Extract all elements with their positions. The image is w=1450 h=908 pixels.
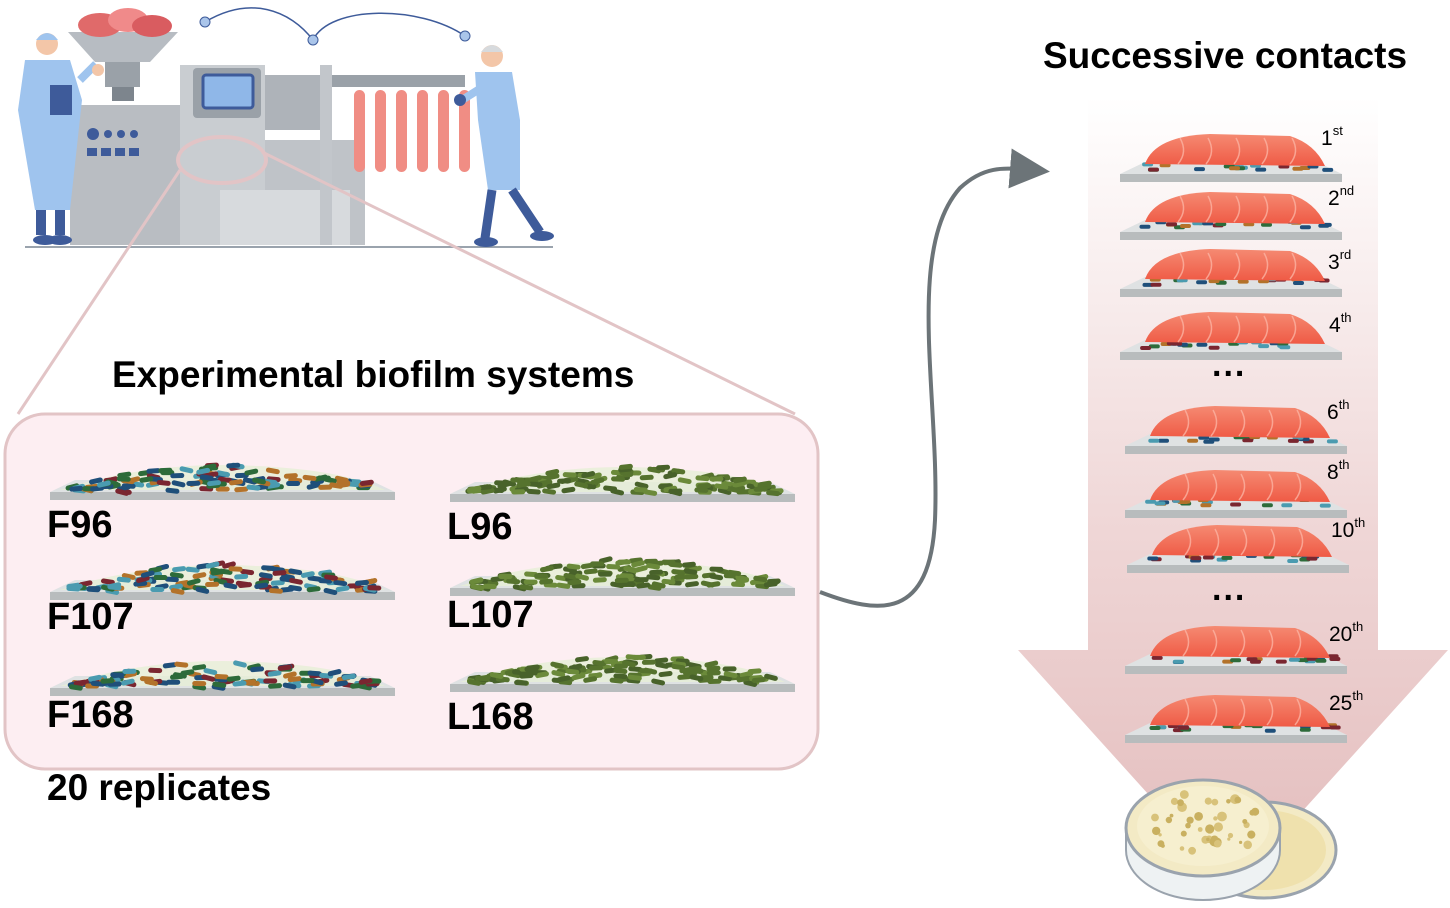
contact-label-6: 6th [1327, 397, 1350, 424]
contact-label-2: 2nd [1328, 183, 1355, 210]
contact-label-20: 20th [1329, 619, 1364, 646]
ellipsis-2: ... [1212, 570, 1247, 608]
biofilm-slide-icon [450, 556, 795, 596]
salmon-fillet-icon [1125, 626, 1347, 674]
successive-contacts-title: Successive contacts [1043, 35, 1408, 76]
salmon-fillet-icon [1125, 695, 1347, 743]
system-label-l168: L168 [447, 696, 534, 738]
flow-arrow [819, 148, 1050, 608]
biofilm-slide-icon [450, 463, 795, 502]
experimental-title: Experimental biofilm systems [112, 354, 635, 395]
salmon-fillet-icon [1127, 525, 1349, 573]
contact-label-4: 4th [1329, 310, 1352, 337]
salmon-fillet-icon [1125, 406, 1347, 454]
replicates-label: 20 replicates [47, 767, 272, 808]
contact-label-10: 10th [1331, 515, 1366, 542]
meat-factory-illustration [18, 7, 554, 248]
system-label-f168: F168 [47, 694, 134, 736]
contact-label-25: 25th [1329, 688, 1364, 715]
sausage-icon [354, 90, 470, 172]
contact-label-1: 1st [1321, 123, 1343, 150]
salmon-fillet-icon [1120, 312, 1342, 360]
ellipsis-1: ... [1212, 346, 1247, 384]
salmon-fillet-icon [1120, 134, 1342, 182]
salmon-fillet-icon [1125, 470, 1347, 518]
system-label-f107: F107 [47, 596, 134, 638]
food-worker-icon [18, 33, 104, 245]
biofilm-slide-icon [450, 653, 795, 692]
biofilm-slide-icon [50, 560, 395, 600]
food-worker-icon [454, 45, 554, 247]
contact-label-8: 8th [1327, 457, 1350, 484]
salmon-fillet-icon [1120, 249, 1342, 297]
contact-label-3: 3rd [1328, 247, 1352, 274]
petri-dish-icon [1124, 778, 1338, 901]
salmon-fillet-icon [1120, 192, 1342, 240]
system-label-f96: F96 [47, 504, 113, 546]
biofilm-slide-icon [50, 660, 395, 696]
biofilm-slide-icon [50, 462, 395, 500]
system-label-l96: L96 [447, 506, 513, 548]
system-label-l107: L107 [447, 594, 534, 636]
